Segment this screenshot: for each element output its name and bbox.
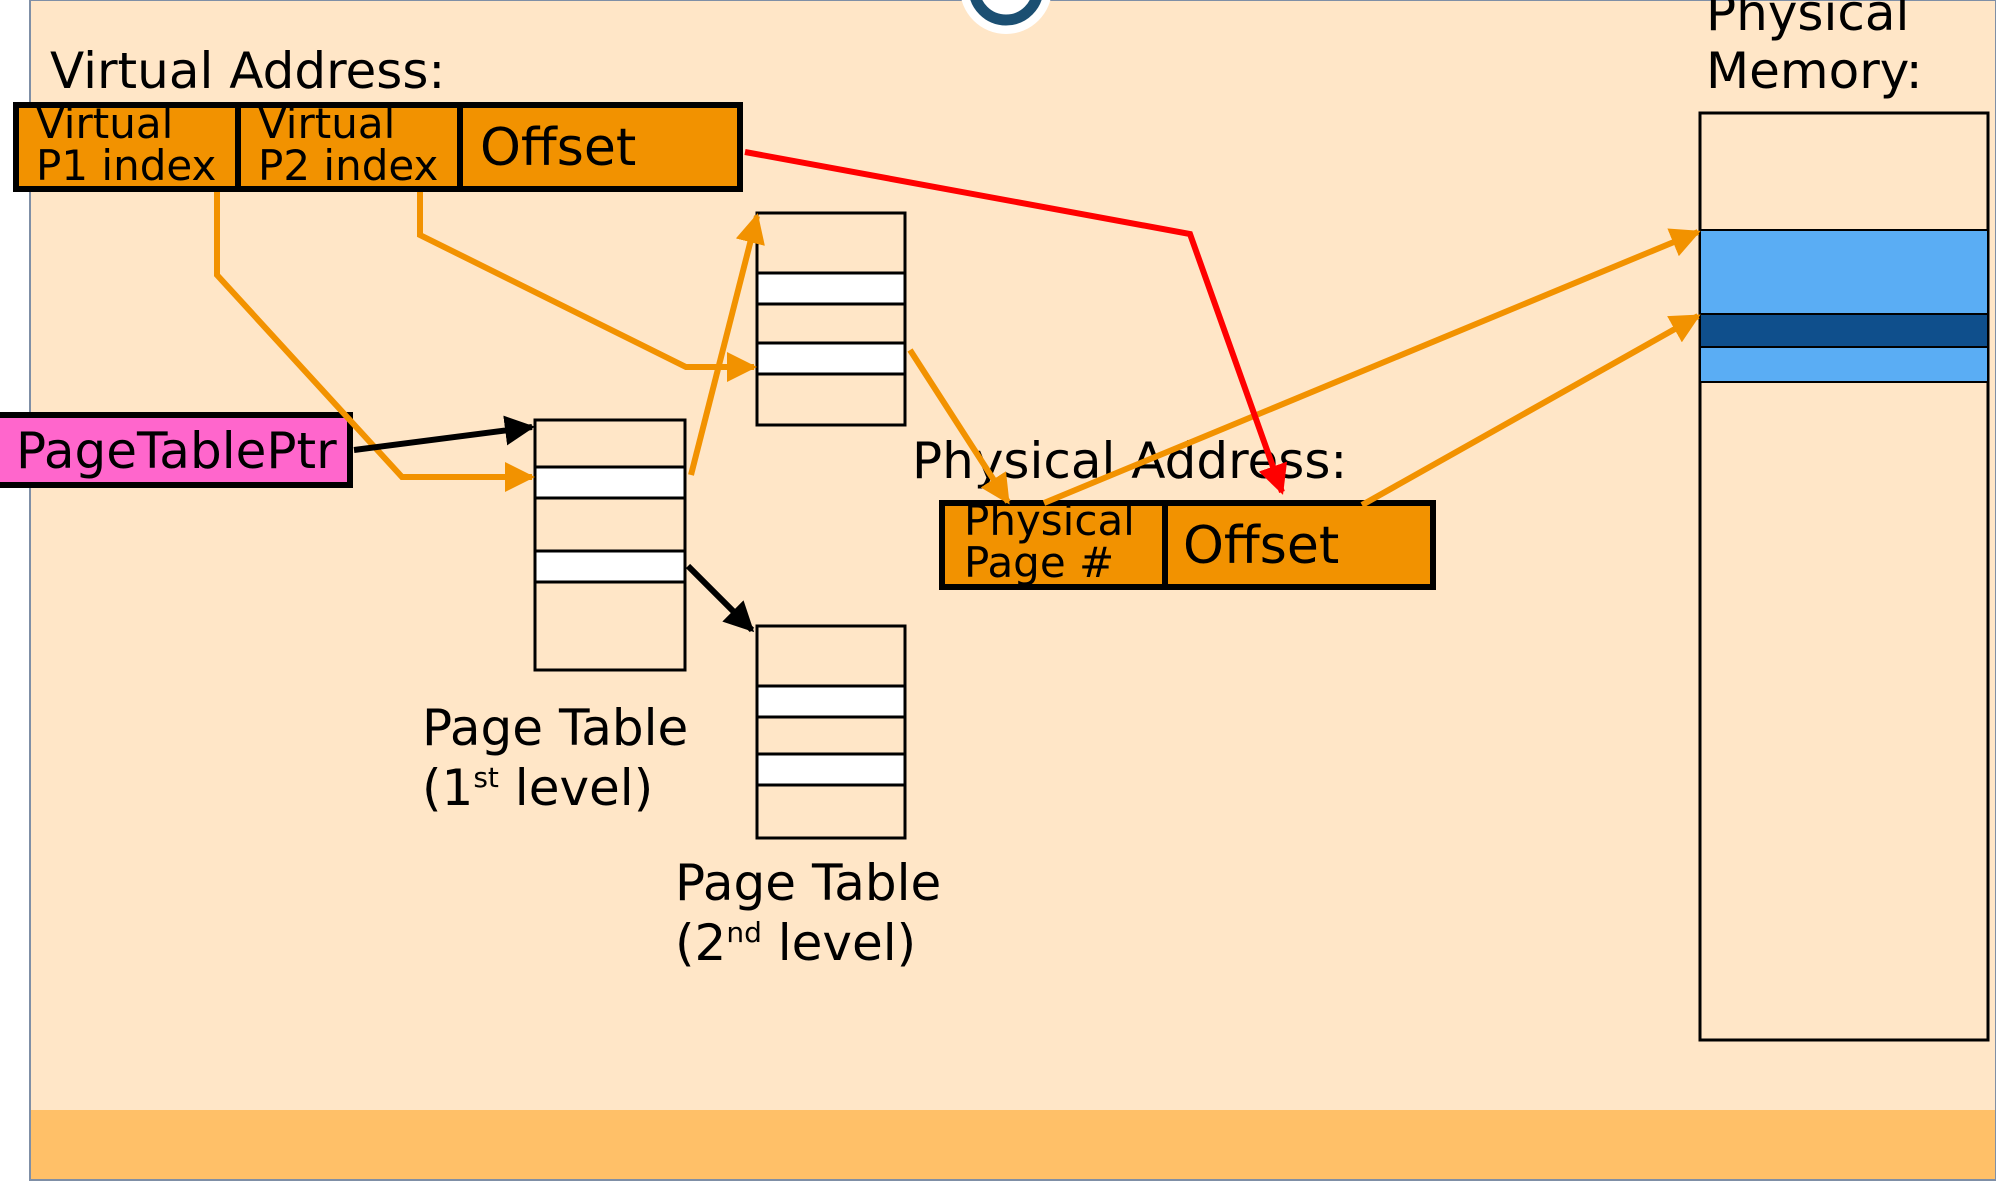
page-table-1-level-prefix: (1 <box>422 759 473 817</box>
page-table-ptr-box <box>0 412 353 488</box>
physical-offset-field <box>1162 500 1436 590</box>
pt2a-entry-highlight-2 <box>755 341 907 376</box>
physical-address-title: Physical Address: <box>912 432 1347 490</box>
arrow-offset-to-location <box>1360 313 1701 508</box>
page-table-1-label-1: Page Table <box>422 699 688 757</box>
virtual-offset-label: Offset <box>480 118 636 178</box>
arrow-ptr-to-pt1 <box>353 415 535 453</box>
physical-memory-block <box>1698 111 1990 1042</box>
pt1-entry-highlight-2 <box>533 549 687 584</box>
arrow-p1-index-to-pt1 <box>214 192 535 492</box>
page-table-2-label-2: (2nd level) <box>675 914 916 972</box>
physical-target-location <box>1699 313 1989 348</box>
arrow-ppn-to-frame <box>1042 228 1701 506</box>
page-table-2-level-superscript: nd <box>726 916 762 949</box>
virtual-p1-label-2: P1 index <box>36 141 216 190</box>
physical-page-frame <box>1699 229 1989 383</box>
pt1-entry-highlight-1 <box>533 465 687 500</box>
virtual-p2-label-1: Virtual <box>258 99 395 148</box>
page-table-1-level-superscript: st <box>473 761 499 794</box>
page-table-2-level-suffix: level) <box>762 914 916 972</box>
page-table-2-level-prefix: (2 <box>675 914 726 972</box>
arrow-virtual-offset-to-physical-offset <box>744 149 1288 495</box>
page-table-1-label-2: (1st level) <box>422 759 653 817</box>
page-table-level-2-bottom <box>755 624 907 840</box>
pt2b-entry-highlight-2 <box>755 752 907 787</box>
page-table-1-level-suffix: level) <box>499 759 653 817</box>
page-table-level-1 <box>533 418 687 672</box>
page-table-2-label-1: Page Table <box>675 854 941 912</box>
arrow-pt2-entry-to-ppn <box>907 348 1011 505</box>
footer-band <box>31 1110 1995 1179</box>
physical-address-bar <box>939 500 1436 590</box>
pt2a-entry-highlight-1 <box>755 271 907 306</box>
page-table-ptr-label: PageTablePtr <box>16 422 337 480</box>
virtual-p2-label-2: P2 index <box>258 141 438 190</box>
physical-memory-title-2: Memory: <box>1706 42 1923 100</box>
physical-page-label-2: Page # <box>964 538 1114 587</box>
virtual-address-title: Virtual Address: <box>50 42 445 100</box>
virtual-p1-field <box>13 102 241 192</box>
arrow-pt1-entry-to-pt2 <box>688 213 765 476</box>
offset-field <box>457 102 743 192</box>
logo-inner-icon <box>970 0 1042 26</box>
page-table-level-2-top <box>755 211 907 427</box>
virtual-address-bar <box>13 102 743 192</box>
pt2b-entry-highlight-1 <box>755 684 907 719</box>
physical-offset-label: Offset <box>1183 516 1339 576</box>
arrow-pt1-entry-to-pt2-bottom <box>685 563 755 633</box>
virtual-p1-label-1: Virtual <box>36 99 173 148</box>
physical-memory-title-1: Physical <box>1706 0 1909 42</box>
